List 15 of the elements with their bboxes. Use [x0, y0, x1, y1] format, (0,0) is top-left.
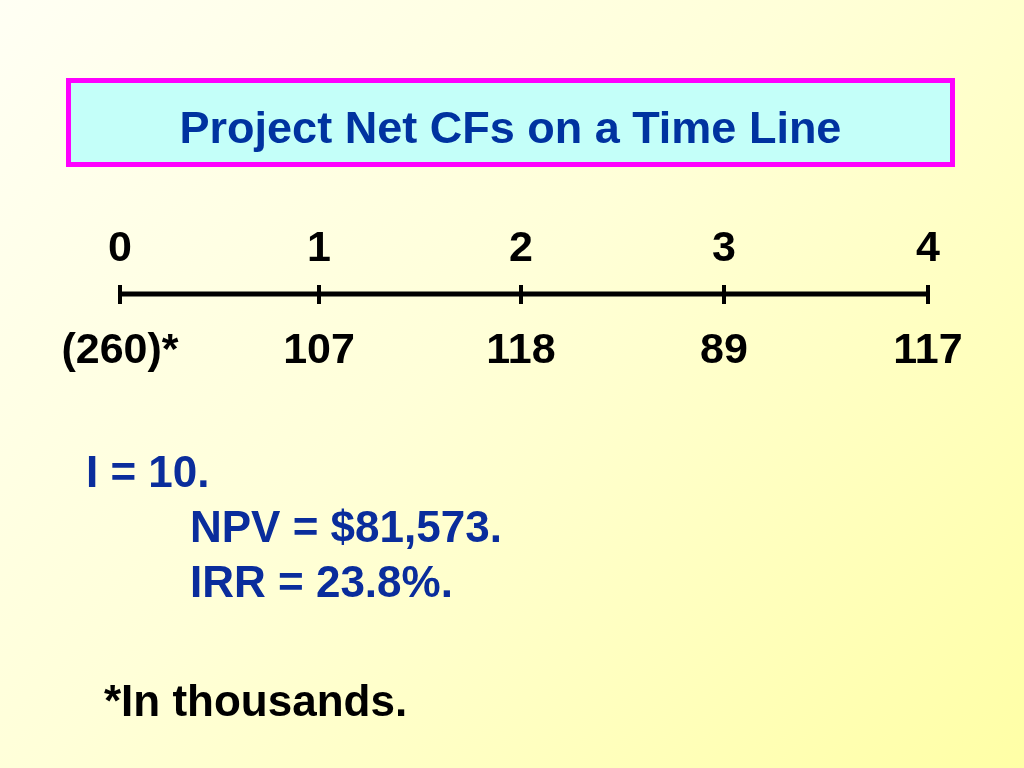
interest-rate-note: I = 10.	[86, 446, 210, 497]
cash-flow-value: 117	[893, 324, 963, 374]
irr-result: IRR = 23.8%.	[190, 556, 453, 607]
slide-title: Project Net CFs on a Time Line	[179, 102, 842, 155]
cash-flow-value: (260)*	[61, 324, 179, 374]
period-number: 0	[108, 222, 132, 272]
period-number: 1	[307, 222, 331, 272]
period-number: 2	[509, 222, 533, 272]
footnote: *In thousands.	[104, 675, 408, 726]
cash-flow-value: 89	[700, 324, 748, 374]
npv-result: NPV = $81,573.	[190, 501, 502, 552]
cash-flow-value: 118	[486, 324, 556, 374]
period-number: 4	[916, 222, 940, 272]
period-number: 3	[712, 222, 736, 272]
cash-flow-value: 107	[283, 324, 355, 374]
